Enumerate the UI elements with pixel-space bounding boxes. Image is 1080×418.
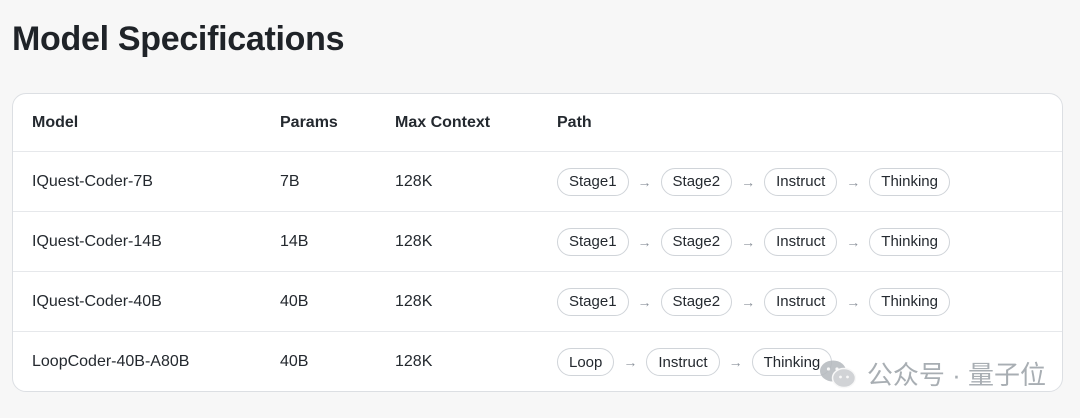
path-stage-pill: Thinking bbox=[869, 227, 950, 256]
model-name: IQuest-Coder-14B bbox=[32, 232, 162, 250]
model-path: Stage1 → Stage2 → Instruct → Thinking bbox=[557, 272, 950, 331]
path-stage-pill: Stage2 bbox=[660, 287, 733, 316]
path-arrow-icon: → bbox=[637, 293, 652, 310]
model-params: 40B bbox=[280, 292, 309, 310]
table-header-row: Model Params Max Context Path bbox=[13, 94, 1062, 152]
header-max-context: Max Context bbox=[395, 113, 491, 131]
model-max-context: 128K bbox=[395, 292, 433, 310]
model-name: IQuest-Coder-7B bbox=[32, 172, 153, 190]
path-stage-pill: Thinking bbox=[751, 348, 833, 376]
path-arrow-icon: → bbox=[846, 293, 861, 310]
path-stage-pill: Instruct bbox=[764, 167, 838, 196]
header-path: Path bbox=[557, 113, 592, 131]
table-row: IQuest-Coder-7B 7B 128K Stage1 → Stage2 → In… bbox=[13, 152, 1062, 212]
model-name: LoopCoder-40B-A80B bbox=[32, 353, 190, 370]
path-arrow-icon: → bbox=[741, 233, 756, 250]
path-stage-pill: Thinking bbox=[869, 167, 950, 196]
model-path: Stage1 → Stage2 → Instruct → Thinking bbox=[557, 212, 950, 271]
model-max-context: 128K bbox=[395, 353, 433, 370]
path-arrow-icon: → bbox=[637, 173, 652, 190]
table-row: LoopCoder-40B-A80B 40B 128K Loop → Instruc… bbox=[13, 332, 1062, 391]
path-stage-pill: Instruct bbox=[646, 348, 720, 376]
path-arrow-icon: → bbox=[846, 173, 861, 190]
path-stage-pill: Stage2 bbox=[660, 167, 733, 196]
path-arrow-icon: → bbox=[846, 233, 861, 250]
path-stage-pill: Thinking bbox=[869, 287, 950, 316]
path-arrow-icon: → bbox=[728, 354, 743, 370]
specs-table: Model Params Max Context Path IQuest-Cod… bbox=[12, 93, 1063, 392]
path-arrow-icon: → bbox=[637, 233, 652, 250]
watermark: 公众号 · 量子位 bbox=[819, 355, 1046, 392]
model-params: 14B bbox=[280, 232, 309, 250]
path-stage-pill: Loop bbox=[557, 348, 615, 376]
path-arrow-icon: → bbox=[623, 354, 638, 370]
model-params: 40B bbox=[280, 353, 309, 370]
path-stage-pill: Instruct bbox=[764, 287, 838, 316]
path-stage-pill: Instruct bbox=[764, 227, 838, 256]
header-model: Model bbox=[32, 113, 79, 131]
table-row: IQuest-Coder-40B 40B 128K Stage1 → Stage2 →… bbox=[13, 272, 1062, 332]
watermark-text: 公众号 · 量子位 bbox=[866, 360, 1046, 390]
path-arrow-icon: → bbox=[741, 293, 756, 310]
model-params: 7B bbox=[280, 172, 300, 190]
path-arrow-icon: → bbox=[741, 173, 756, 190]
table-row: IQuest-Coder-14B 14B 128K Stage1 → Stage2 →… bbox=[13, 212, 1062, 272]
model-path: Loop → Instruct → Thinking bbox=[557, 332, 833, 391]
model-max-context: 128K bbox=[395, 232, 433, 250]
path-stage-pill: Stage1 bbox=[557, 227, 629, 256]
model-name: IQuest-Coder-40B bbox=[32, 292, 162, 310]
path-stage-pill: Stage1 bbox=[557, 287, 629, 316]
page-title: Model Specifications bbox=[12, 20, 345, 58]
model-max-context: 128K bbox=[395, 172, 433, 190]
path-stage-pill: Stage2 bbox=[660, 227, 733, 256]
header-params: Params bbox=[280, 113, 338, 131]
model-path: Stage1 → Stage2 → Instruct → Thinking bbox=[557, 152, 950, 211]
path-stage-pill: Stage1 bbox=[557, 167, 629, 196]
wechat-icon bbox=[819, 360, 857, 388]
